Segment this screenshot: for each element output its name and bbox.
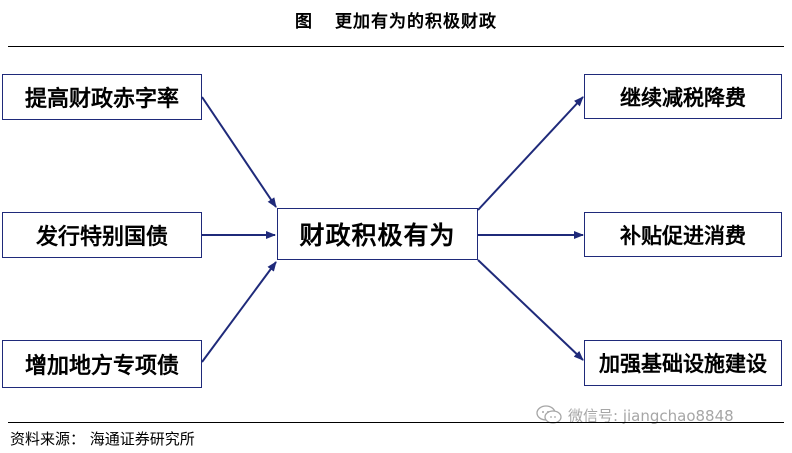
- figure-title: 图 更加有为的积极财政: [0, 8, 792, 36]
- arrow-input-3: [201, 261, 277, 363]
- input-box-3: 增加地方专项债: [2, 340, 202, 388]
- arrow-output-1: [477, 96, 584, 211]
- center-box: 财政积极有为: [277, 208, 478, 260]
- arrow-output-3: [477, 259, 584, 361]
- figure-label: 图: [295, 12, 313, 32]
- input-box-2: 发行特别国债: [2, 212, 202, 258]
- output-box-1: 继续减税降费: [584, 74, 782, 119]
- output-box-2: 补贴促进消费: [584, 212, 782, 257]
- watermark-text: 微信号: jiangchao8848: [568, 406, 734, 425]
- source-note: 资料来源： 海通证券研究所: [10, 430, 195, 448]
- figure-title-text: 更加有为的积极财政: [335, 12, 497, 32]
- arrow-input-1: [201, 96, 277, 208]
- bottom-rule: [8, 422, 784, 423]
- watermark: 微信号: jiangchao8848: [536, 404, 734, 426]
- output-box-3: 加强基础设施建设: [584, 340, 782, 386]
- top-rule: [8, 46, 784, 47]
- input-box-1: 提高财政赤字率: [2, 74, 202, 120]
- wechat-icon: [536, 405, 562, 424]
